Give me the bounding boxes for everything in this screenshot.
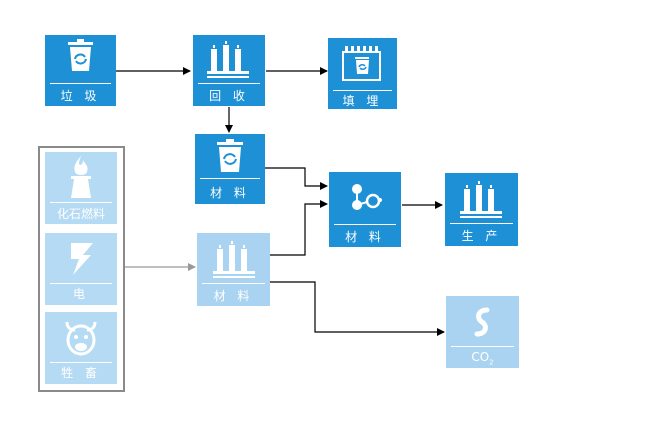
node-landfill-label: 填 埋 (342, 94, 383, 108)
node-material-raw: 材 料 (197, 233, 270, 306)
fire-factory-icon (71, 156, 91, 198)
node-recycle-label: 回 收 (209, 89, 249, 103)
node-fossil-fuel: 化石燃料 (45, 152, 117, 224)
node-material-molecule-label: 材 料 (345, 230, 385, 244)
lightning-icon (71, 243, 93, 275)
arrow-raw-to-co2 (270, 281, 445, 336)
node-electricity: 电 (45, 233, 117, 305)
node-electricity-label: 电 (72, 287, 89, 301)
cow-icon (65, 321, 97, 356)
factory-icon (207, 41, 249, 78)
arrow-raw-to-molecule (270, 200, 328, 256)
node-livestock: 牲 畜 (45, 312, 117, 384)
node-co2: CO2 (446, 296, 519, 368)
node-material-recycled-label: 材 料 (210, 186, 250, 200)
landfill-bin-icon (342, 46, 381, 81)
node-landfill: 填 埋 (328, 38, 397, 109)
node-fossil-fuel-label: 化石燃料 (56, 207, 105, 221)
node-material-molecule: 材 料 (329, 172, 401, 247)
node-co2-label: CO2 (471, 350, 494, 367)
recycle-bin-icon (217, 139, 243, 172)
node-material-raw-label: 材 料 (213, 289, 254, 303)
s-curve-icon (474, 307, 490, 337)
node-material-recycled: 材 料 (195, 134, 265, 204)
arrow-material-to-molecule-top (265, 167, 328, 190)
node-garbage-label: 垃 圾 (60, 89, 101, 103)
source-group-box (38, 146, 125, 392)
node-livestock-label: 牲 畜 (61, 366, 101, 380)
factory-icon (213, 241, 255, 278)
molecule-icon (352, 184, 382, 210)
node-production: 生 产 (445, 173, 518, 246)
node-recycle: 回 收 (193, 35, 265, 106)
recycle-bin-icon (68, 39, 93, 71)
node-garbage: 垃 圾 (45, 35, 116, 106)
node-production-label: 生 产 (461, 229, 502, 243)
factory-icon (460, 181, 502, 218)
